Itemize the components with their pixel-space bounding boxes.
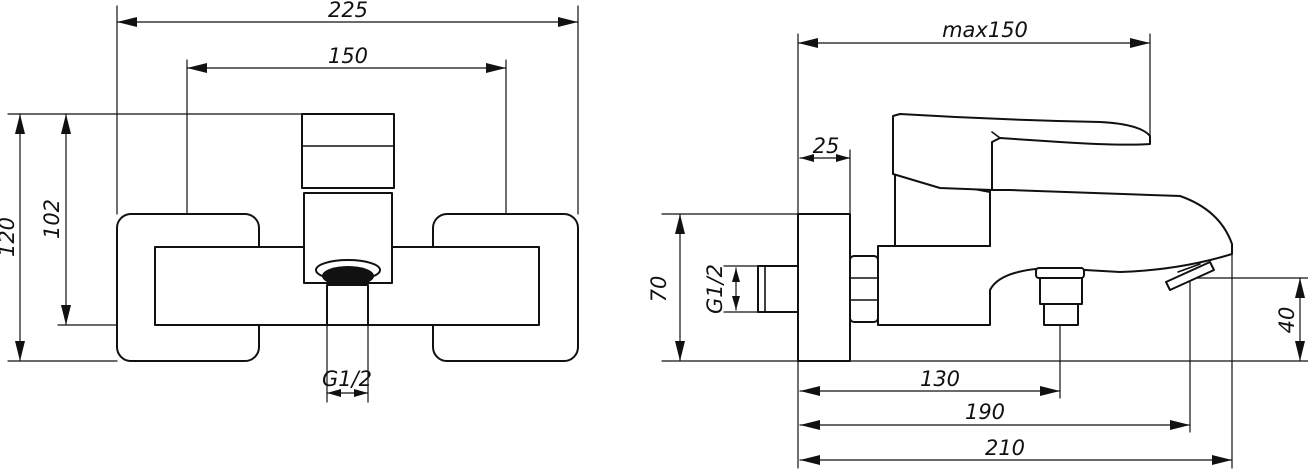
dim-diverter-position: 130 — [920, 367, 960, 391]
diverter-knob — [1039, 277, 1083, 305]
dim-outlet-height: 40 — [1275, 307, 1299, 334]
hex-nut — [849, 255, 879, 323]
dim-outlet-thread: G1/2 — [322, 367, 372, 391]
dim-overall-height: 120 — [0, 217, 19, 257]
dim-overall-width: 225 — [328, 0, 368, 22]
dim-center-distance: 150 — [328, 44, 368, 68]
aerator-detail — [1177, 263, 1201, 273]
mixer-body-spout — [877, 189, 1233, 326]
dim-spout-reach: max150 — [942, 18, 1028, 42]
front-view: 225 150 120 102 G1/2 — [0, 0, 579, 403]
dim-outlet-position: 190 — [965, 400, 1005, 424]
outlet-nut-shadow — [322, 266, 374, 286]
diverter-cap — [1035, 267, 1085, 279]
dim-wall-flange: 25 — [813, 134, 840, 158]
inlet-connector — [757, 265, 799, 313]
handle-seam — [991, 131, 1001, 139]
dim-overall-depth: 210 — [985, 436, 1025, 460]
aerator — [1165, 261, 1215, 291]
lever-handle — [301, 113, 395, 189]
dim-inlet-thread: G1/2 — [703, 264, 727, 314]
dim-inner-height: 102 — [40, 199, 64, 239]
side-view: max150 25 70 G1/2 40 130 190 210 — [647, 18, 1308, 469]
lever-handle-side — [892, 113, 1151, 191]
diverter-stem — [1043, 303, 1079, 326]
dim-body-height: 70 — [647, 276, 671, 303]
outlet-pipe — [326, 284, 369, 326]
wall-flange — [797, 213, 851, 362]
